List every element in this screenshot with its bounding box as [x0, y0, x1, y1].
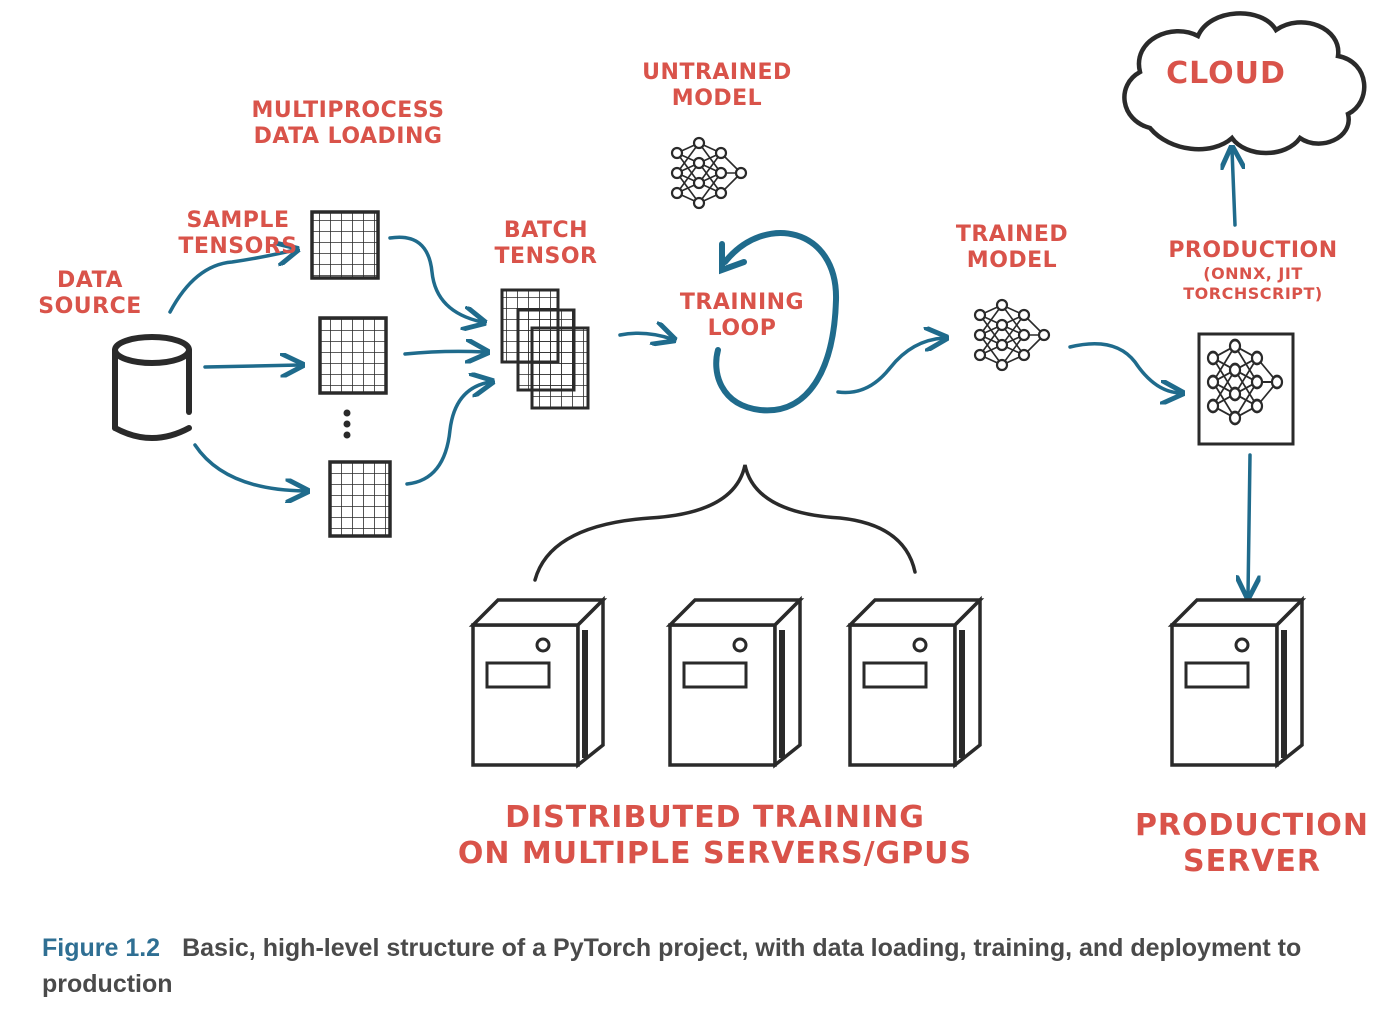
data-source-label-line: SOURCE: [38, 294, 142, 320]
data-source-cylinder-icon: [112, 334, 192, 441]
untrained-model-label-line: MODEL: [671, 86, 763, 112]
arrows: [168, 150, 1250, 595]
figure-caption-text: Basic, high-level structure of a PyTorch…: [42, 934, 1302, 999]
distributed-training-label-line: ON MULTIPLE SERVERS/GPUs: [457, 836, 973, 871]
training-loop-label: TRAINING LOOP: [664, 290, 820, 343]
server-icon: [473, 600, 603, 765]
data-source-label: DATA SOURCE: [28, 268, 152, 321]
sample-tensor-grid-icon: [310, 210, 380, 280]
distributed-training-label-line: DISTRIBUTED TRAINING: [505, 800, 925, 835]
sample-tensor-grid-icon: [318, 316, 388, 395]
multiprocess-label-line: DATA LOADING: [253, 124, 443, 150]
sample-tensor-grid-icon: [328, 460, 392, 538]
cloud-label-text: CLOUD: [1166, 56, 1286, 91]
ellipsis-dots-icon: [343, 409, 351, 439]
trained-model-network-icon: [973, 298, 1051, 372]
trained-model-label: TRAINED MODEL: [944, 222, 1080, 275]
production-server-label: PRODUCTION SERVER: [1132, 808, 1372, 880]
cloud-label: CLOUD: [1156, 56, 1296, 92]
batch-tensor-label: BATCH TENSOR: [482, 218, 610, 271]
untrained-model-label: UNTRAINED MODEL: [632, 60, 802, 113]
production-format-label-line: TORCHSCRIPT): [1183, 283, 1323, 303]
production-server-label-line: SERVER: [1182, 844, 1321, 879]
production-server-icon: [1172, 600, 1302, 765]
multiprocess-data-loading-label: MULTIPROCESS DATA LOADING: [240, 98, 456, 151]
cloud-icon: [1122, 11, 1367, 156]
multiprocess-label-line: MULTIPROCESS: [251, 98, 445, 123]
batch-tensor-stack-icon: [500, 288, 590, 410]
untrained-model-network-icon: [670, 136, 748, 210]
sample-tensors-label: SAMPLE TENSORS: [170, 208, 306, 261]
figure-number: Figure 1.2: [42, 934, 161, 962]
trained-model-label-line: MODEL: [966, 248, 1058, 274]
training-loop-label-line: TRAINING: [679, 290, 805, 315]
distributed-brace: [533, 464, 917, 582]
production-model-network-icon: [1197, 332, 1295, 446]
production-format-label-line: (ONNX, JIT: [1203, 264, 1303, 284]
training-loop-arrow-icon: [713, 230, 840, 414]
data-source-label-line: DATA: [57, 268, 123, 293]
production-server-label-line: PRODUCTION: [1134, 808, 1370, 843]
sample-tensors-label-line: SAMPLE: [186, 208, 290, 233]
sample-tensors-label-line: TENSORS: [178, 234, 298, 260]
distributed-training-label: DISTRIBUTED TRAINING ON MULTIPLE SERVERS…: [455, 800, 975, 872]
trained-model-label-line: TRAINED: [955, 222, 1069, 247]
batch-tensor-label-line: BATCH: [503, 218, 589, 243]
training-loop-label-line: LOOP: [707, 316, 777, 342]
untrained-model-label-line: UNTRAINED: [642, 60, 792, 85]
production-format-label-line: PRODUCTION: [1168, 238, 1338, 263]
server-icon: [670, 600, 800, 765]
production-format-label: PRODUCTION (ONNX, JIT TORCHSCRIPT): [1160, 238, 1346, 303]
server-icon: [850, 600, 980, 765]
batch-tensor-label-line: TENSOR: [494, 244, 598, 270]
